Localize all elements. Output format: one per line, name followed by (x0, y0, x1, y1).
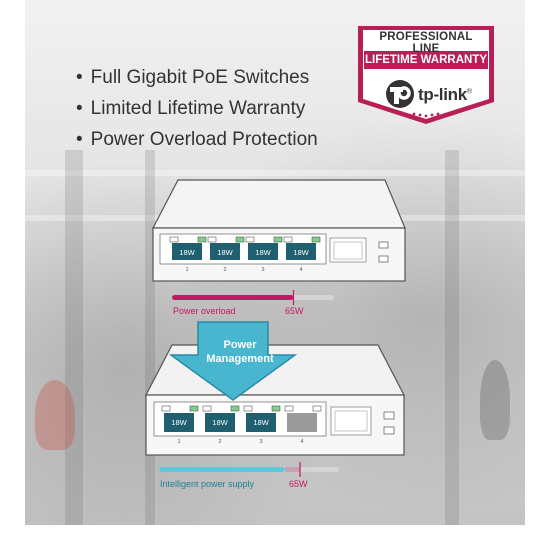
top-port-label: 18W (217, 248, 233, 257)
bottom-power-bar (159, 462, 339, 477)
bottom-port-1 (161, 405, 199, 432)
top-port-1 (169, 236, 207, 260)
top-port-number: 4 (299, 267, 303, 273)
feature-item: Full Gigabit PoE Switches (76, 62, 318, 93)
bottom-port-4 (284, 405, 322, 432)
top-port-4 (283, 236, 321, 260)
top-port-label: 18W (179, 248, 195, 257)
top-port-3 (245, 236, 283, 260)
warranty-badge: PROFESSIONAL LINE LIFETIME WARRANTY tp-l… (356, 24, 496, 126)
power-management-arrow (168, 321, 298, 401)
top-port-label: 18W (293, 248, 309, 257)
bottom-port-2 (202, 405, 240, 432)
bottom-port-number: 4 (300, 439, 304, 445)
top-port-number: 2 (223, 267, 227, 273)
tp-link-logo: tp-link® (384, 79, 474, 109)
bottom-port-3 (243, 405, 281, 432)
top-port-number: 3 (261, 267, 265, 273)
top-port-number: 1 (185, 267, 189, 273)
bottom-port-number: 2 (218, 439, 222, 445)
top-switch (152, 179, 406, 282)
intelligent-power-supply-label: Intelligent power supply (160, 479, 255, 489)
top-power-bar (172, 290, 334, 305)
bottom-port-label: 18W (253, 418, 269, 427)
power-overload-label: Power overload (173, 306, 236, 316)
power-management-text: Power Management (206, 339, 274, 365)
bottom-limit-label: 65W (289, 479, 308, 489)
top-port-2 (207, 236, 245, 260)
feature-list: Full Gigabit PoE Switches Limited Lifeti… (76, 62, 318, 155)
feature-item: Power Overload Protection (76, 124, 318, 155)
bottom-port-number: 3 (259, 439, 263, 445)
top-limit-label: 65W (285, 306, 304, 316)
badge-lifetime-warranty: LIFETIME WARRANTY (364, 54, 488, 66)
tp-link-logo-icon (386, 80, 414, 108)
badge-professional-line: PROFESSIONAL LINE (379, 31, 473, 55)
bottom-port-label: 18W (171, 418, 187, 427)
tp-link-wordmark: tp-link® (418, 85, 472, 104)
bottom-port-number: 1 (177, 439, 181, 445)
top-port-label: 18W (255, 248, 271, 257)
feature-item: Limited Lifetime Warranty (76, 93, 318, 124)
bottom-port-label: 18W (212, 418, 228, 427)
